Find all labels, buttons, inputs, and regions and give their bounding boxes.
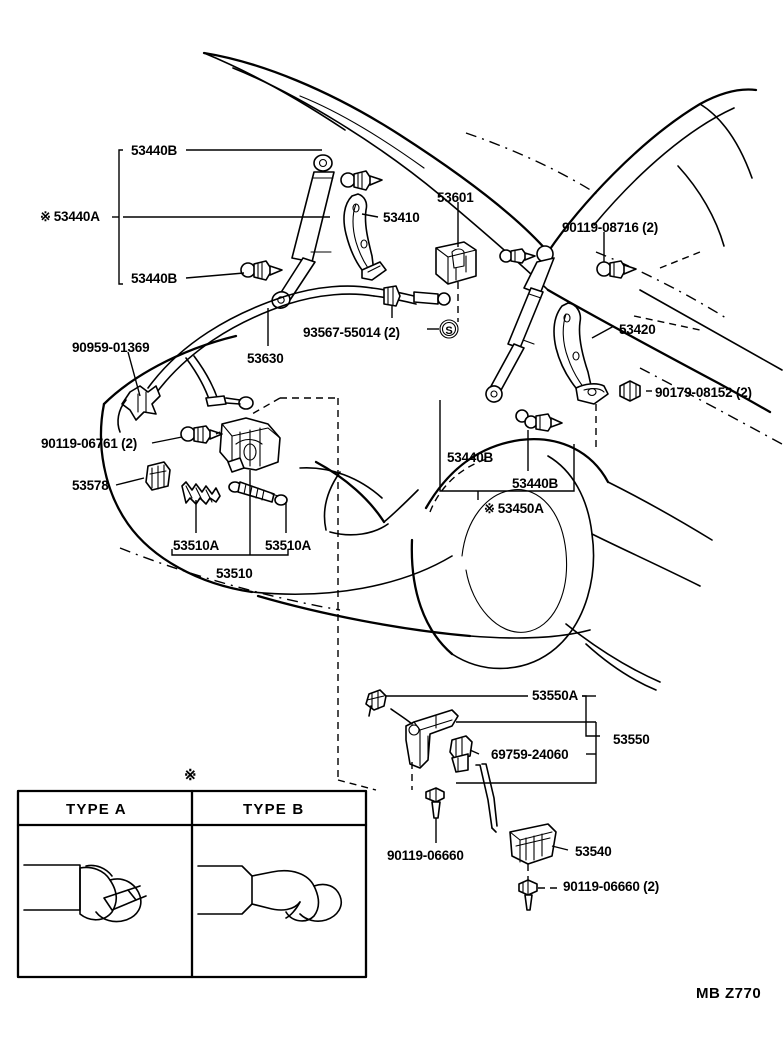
part-53550-latch-group [365,689,557,911]
callout-53510: 53510 [216,566,253,581]
callout-90119-06660-lower: 90119-06660 (2) [563,879,660,894]
callout-53440b-center-right: 53440B [512,476,559,491]
callout-53440a: 53440A [40,210,100,224]
part-53440a-gas-stay [271,154,335,309]
part-53440b-bolt-lower [240,260,283,281]
part-90119-06761-bolt [180,425,223,444]
phantom-section-lines [251,251,701,791]
part-53440b-bolt-upper [340,170,383,191]
vehicle-body-outline [99,51,783,691]
callout-90119-06660-upper: 90119-06660 [387,848,464,863]
part-53510a-spring-left [181,481,221,505]
callout-53410: 53410 [383,210,420,225]
callout-53630: 53630 [247,351,284,366]
callout-53440b-upper: 53440B [131,143,178,158]
callout-69759-24060: 69759-24060 [491,747,569,762]
part-53630-release-cable [147,285,451,410]
callout-90959-01369: 90959-01369 [72,340,150,355]
callout-53578: 53578 [72,478,109,493]
type-comparison-box [16,789,368,979]
callout-53550: 53550 [613,732,650,747]
reference-mark-icon: ※ [184,767,197,784]
part-53420-hinge [553,302,609,405]
part-53450a-bolt-upper [499,248,536,264]
part-53410-hinge [343,193,387,281]
callout-53440b-lower: 53440B [131,271,178,286]
type-a-illustration [23,864,147,923]
leader-lines: S [112,149,652,889]
type-b-illustration [197,865,342,922]
part-53450a-gas-stay [485,245,555,403]
part-53510a-spring-right [228,481,288,506]
type-b-header: TYPE B [243,801,305,818]
part-53578-clip [145,461,171,491]
svg-text:S: S [445,325,452,337]
part-90119-08716-bolt [596,260,637,279]
callout-53601: 53601 [437,190,474,205]
callout-53440b-center-left: 53440B [447,450,494,465]
callout-53420: 53420 [619,322,656,337]
type-a-header: TYPE A [66,801,127,818]
callout-90119-06761: 90119-06761 (2) [41,436,138,451]
part-53440b-bolt-center [515,409,563,432]
callout-53550a: 53550A [532,688,579,703]
part-53510-hood-lock [219,417,281,473]
callout-90179-08152: 90179-08152 (2) [655,385,752,400]
callout-53450a: 53450A [484,502,544,516]
callout-90119-08716: 90119-08716 (2) [562,220,659,235]
callout-53510a-right: 53510A [265,538,312,553]
sheet-code: MB Z770 [696,985,762,1002]
part-53601-bracket [435,241,477,285]
part-90959-01369-grommet [117,385,161,433]
callout-53540: 53540 [575,844,612,859]
callout-53510a-left: 53510A [173,538,220,553]
part-90179-08152-nut [619,380,641,402]
callout-93567-55014: 93567-55014 (2) [303,325,400,340]
